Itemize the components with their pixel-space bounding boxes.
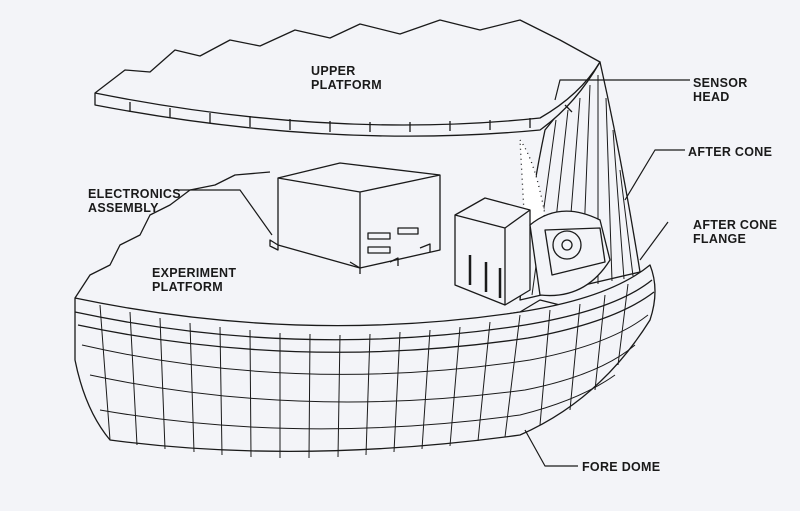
sensor-head (454, 197, 611, 331)
label-after-cone-flange: AFTER CONE FLANGE (693, 218, 778, 246)
upper-platform (94, 19, 601, 137)
experiment-platform (74, 171, 271, 299)
label-experiment-platform: EXPERIMENT PLATFORM (152, 266, 237, 294)
fore-dome (74, 264, 656, 459)
label-electronics-assembly: ELECTRONICS ASSEMBLY (88, 187, 181, 215)
label-upper-platform: UPPER PLATFORM (311, 64, 382, 92)
label-sensor-head: SENSOR HEAD (693, 76, 748, 104)
label-after-cone: AFTER CONE (688, 145, 773, 159)
electronics-assembly-box (269, 162, 441, 274)
leader-lines (175, 79, 690, 467)
label-fore-dome: FORE DOME (582, 460, 661, 474)
